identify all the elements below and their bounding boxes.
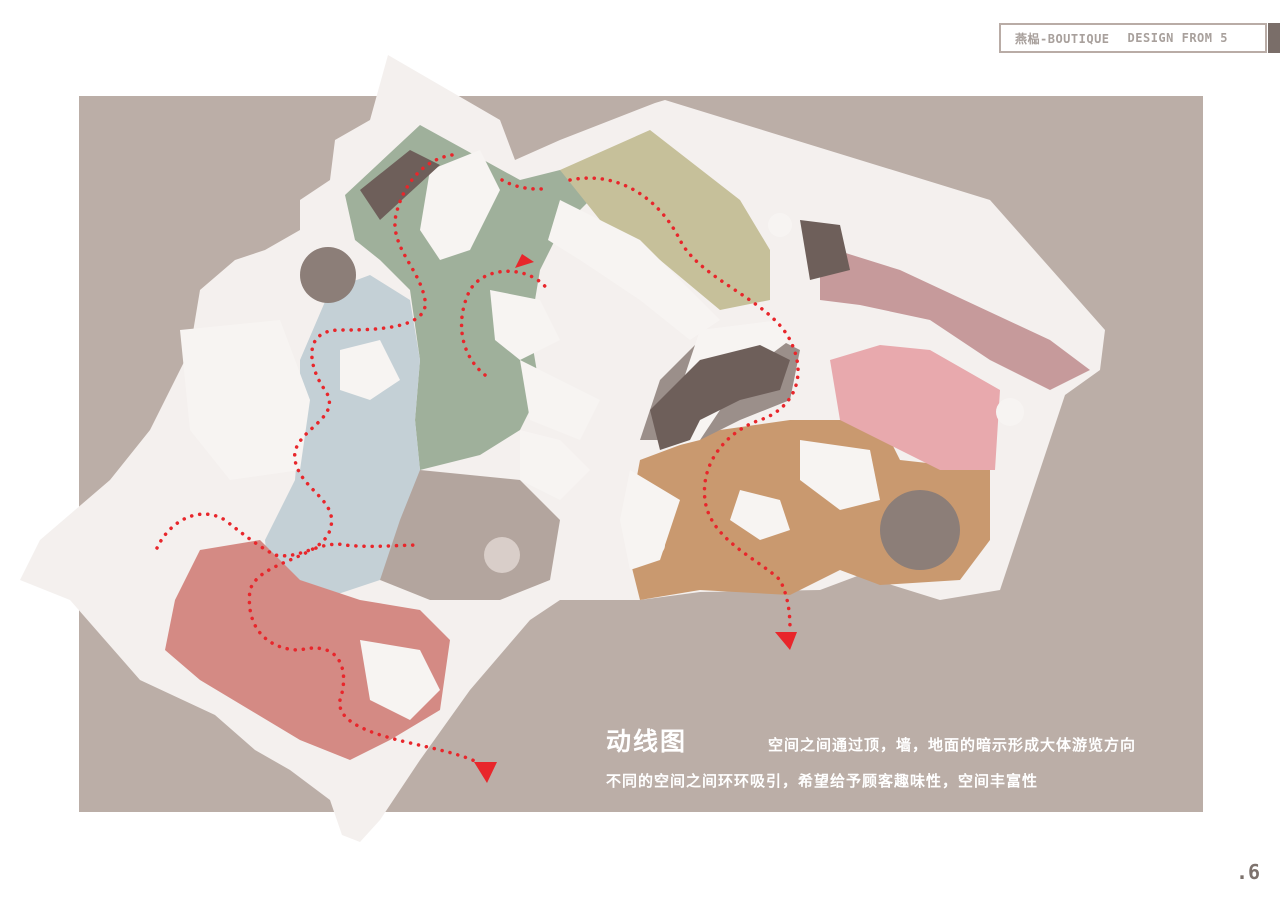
zone-red: [165, 540, 450, 760]
caption-title: 动线图: [606, 727, 688, 756]
zone-pink: [830, 345, 1000, 470]
caption-line-2: 不同的空间之间环环吸引，希望给予顾客趣味性，空间丰富性: [606, 772, 1039, 790]
path-olive: [568, 176, 800, 634]
credit-label: DESIGN FROM 5: [1127, 31, 1228, 45]
brand-label: 燕榀-BOUTIQUE: [1015, 31, 1110, 46]
path-left: [155, 512, 420, 558]
arrow-bottom-left: [474, 762, 497, 783]
path-inner-loop: [459, 269, 550, 377]
page-number: .6: [1236, 860, 1261, 884]
path-green: [247, 153, 484, 767]
zone-taupe-center: [380, 470, 560, 600]
header-tab-accent: [1268, 23, 1280, 53]
zone-olive: [560, 130, 770, 310]
furniture-dark: [360, 150, 850, 450]
furniture-circles: [300, 213, 1024, 573]
circulation-paths: [155, 153, 800, 767]
arrow-center-up: [515, 254, 534, 268]
zone-mauve: [820, 245, 1090, 390]
arrow-bottom-right: [775, 632, 797, 650]
caption-line-1: 空间之间通过顶，墙，地面的暗示形成大体游览方向: [768, 736, 1137, 754]
header-label-box: 燕榀-BOUTIQUE DESIGN FROM 5: [999, 23, 1267, 53]
path-arrows: [474, 254, 797, 783]
